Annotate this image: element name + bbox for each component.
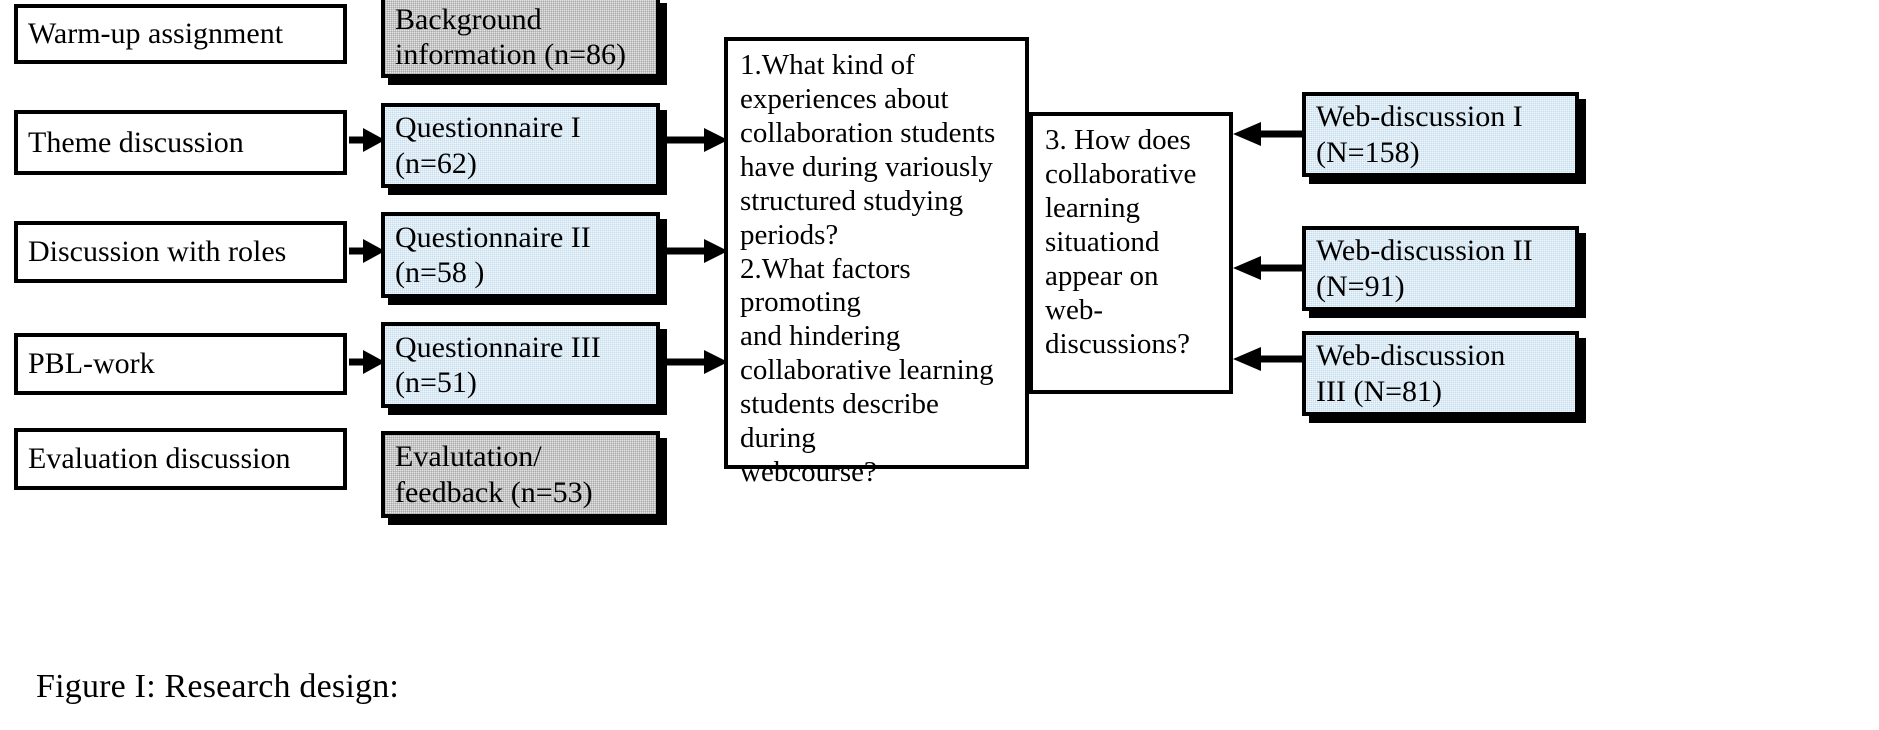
activity-label: Theme discussion	[28, 125, 244, 159]
instrument-box-evaluation-feedback: Evalutation/ feedback (n=53)	[381, 431, 660, 518]
arrow-web-discussion-3-to-research-question-3	[1233, 345, 1303, 373]
web-discussion-box-3: Web-discussion III (N=81)	[1302, 331, 1579, 416]
instrument-label: Questionnaire I (n=62)	[395, 111, 581, 180]
instrument-box-questionnaire-3: Questionnaire III (n=51)	[381, 322, 660, 408]
activity-box-theme-discussion: Theme discussion	[14, 110, 347, 175]
activity-label: PBL-work	[28, 347, 155, 381]
instrument-box-background-information: Background information (n=86)	[381, 0, 660, 78]
research-question-text: 3. How does collaborative learning situa…	[1045, 124, 1197, 360]
web-discussion-box-2: Web-discussion II (N=91)	[1302, 226, 1579, 311]
arrow-web-discussion-1-to-research-question-3	[1233, 120, 1303, 148]
web-discussion-box-1: Web-discussion I (N=158)	[1302, 92, 1579, 177]
research-question-box-1-2: 1.What kind of experiences about collabo…	[724, 37, 1029, 488]
activity-label: Warm-up assignment	[28, 17, 284, 51]
instrument-box-questionnaire-2: Questionnaire II (n=58 )	[381, 212, 660, 298]
activity-label: Discussion with roles	[28, 235, 287, 269]
instrument-label: Questionnaire II (n=58 )	[395, 220, 591, 289]
research-question-text: 1.What kind of experiences about collabo…	[740, 49, 996, 489]
activity-box-evaluation-discussion: Evaluation discussion	[14, 428, 347, 490]
arrow-discussion-with-roles-to-questionnaire-2	[349, 237, 385, 265]
arrow-questionnaire-1-to-research-questions	[662, 126, 728, 154]
arrow-web-discussion-2-to-research-question-3	[1233, 254, 1303, 282]
instrument-label: Questionnaire III (n=51)	[395, 330, 601, 399]
figure-caption: Figure I: Research design:	[36, 668, 400, 705]
activity-box-discussion-with-roles: Discussion with roles	[14, 221, 347, 283]
instrument-label: Background information (n=86)	[395, 2, 627, 71]
web-discussion-label: Web-discussion I (N=158)	[1316, 100, 1523, 169]
research-question-box-3: 3. How does collaborative learning situa…	[1029, 112, 1233, 394]
web-discussion-label: Web-discussion II (N=91)	[1316, 234, 1533, 303]
activity-label: Evaluation discussion	[28, 442, 291, 476]
arrow-theme-discussion-to-questionnaire-1	[349, 126, 385, 154]
instrument-label: Evalutation/ feedback (n=53)	[395, 440, 593, 509]
web-discussion-label: Web-discussion III (N=81)	[1316, 339, 1506, 408]
activity-box-pbl-work: PBL-work	[14, 333, 347, 395]
instrument-box-questionnaire-1: Questionnaire I (n=62)	[381, 103, 660, 188]
activity-box-warm-up: Warm-up assignment	[14, 4, 347, 64]
arrow-questionnaire-3-to-research-questions	[662, 348, 728, 376]
arrow-pbl-work-to-questionnaire-3	[349, 348, 385, 376]
arrow-questionnaire-2-to-research-questions	[662, 237, 728, 265]
